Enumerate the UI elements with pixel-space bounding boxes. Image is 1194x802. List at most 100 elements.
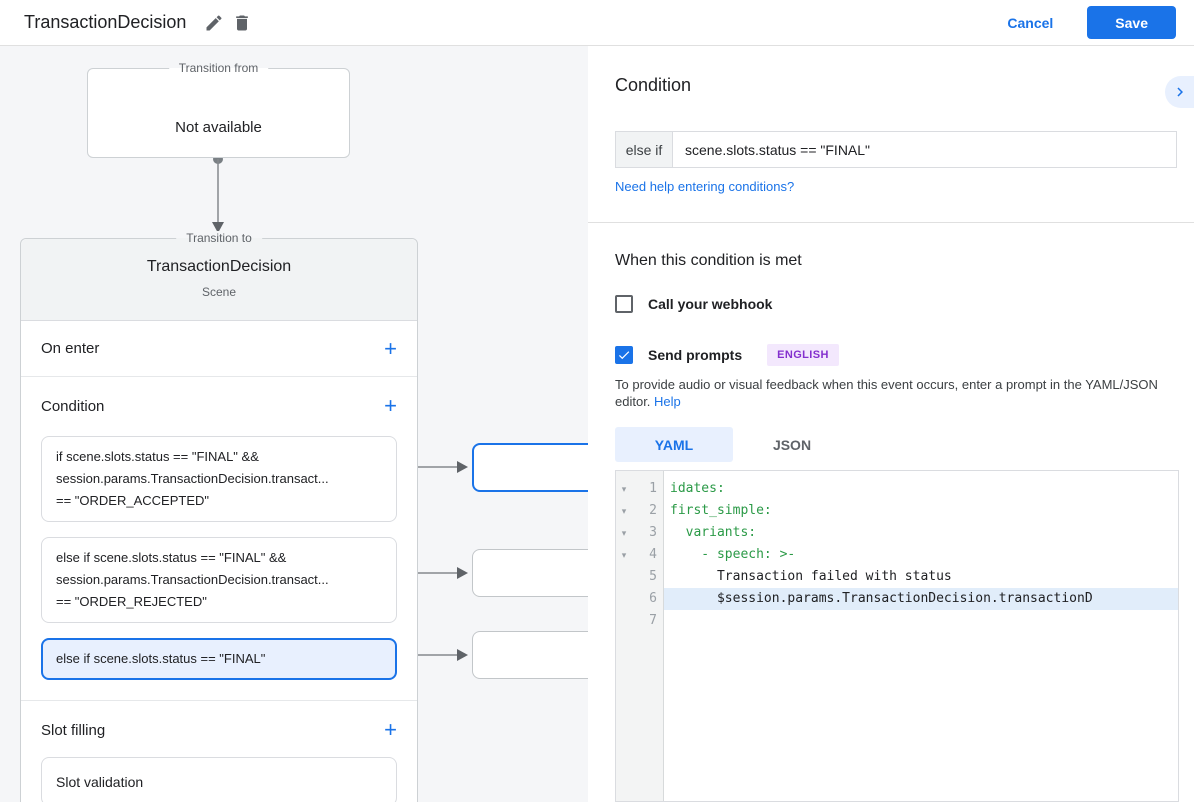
editor-gutter [616, 471, 664, 801]
on-enter-label: On enter [41, 340, 100, 357]
fold-toggle-icon[interactable]: ▾ [621, 528, 627, 538]
top-bar-actions: Cancel Save [1007, 6, 1176, 39]
condition-card-line: session.params.TransactionDecision.trans… [56, 572, 329, 587]
helper-text-body: To provide audio or visual feedback when… [615, 377, 1158, 409]
line-number: 4 [649, 547, 657, 562]
transition-target-box-1[interactable] [472, 443, 588, 492]
code-text [664, 610, 1178, 632]
language-badge: ENGLISH [767, 344, 839, 366]
panel-divider [588, 222, 1194, 223]
fold-toggle-icon[interactable]: ▾ [621, 550, 627, 560]
fold-toggle-icon[interactable]: ▾ [621, 506, 627, 516]
delete-scene-button[interactable] [228, 9, 256, 37]
transition-target-box-2[interactable] [472, 549, 588, 597]
condition-expression-row: else if [615, 131, 1177, 168]
slot-card[interactable]: Slot validation [41, 757, 397, 802]
send-prompts-row: Send prompts ENGLISH [615, 344, 839, 366]
condition-card-line: == "ORDER_ACCEPTED" [56, 493, 209, 508]
code-text: Transaction failed with status [670, 569, 952, 584]
on-enter-section: On enter + [21, 321, 417, 377]
line-number: 7 [649, 613, 657, 628]
page-title: TransactionDecision [24, 12, 187, 32]
cancel-button[interactable]: Cancel [1007, 14, 1054, 31]
collapse-panel-button[interactable] [1165, 76, 1194, 108]
scene-type-label: Scene [201, 285, 237, 299]
transition-from-value: Not available [175, 119, 262, 136]
code-text: $session.params.TransactionDecision.tran… [664, 588, 1178, 610]
flow-canvas: Transition from Not available Transition… [0, 46, 588, 802]
condition-card[interactable]: else if scene.slots.status == "FINAL" &&… [41, 537, 397, 623]
code-text: first_simple: [670, 503, 772, 518]
editor-line-gutter: ▾4 [616, 544, 664, 566]
fold-toggle-icon[interactable]: ▾ [621, 484, 627, 494]
webhook-label: Call your webhook [648, 296, 773, 312]
condition-help-link[interactable]: Need help entering conditions? [615, 179, 795, 194]
slot-card-list: Slot validation [41, 757, 397, 802]
panel-title: Condition [615, 75, 692, 95]
add-on-enter-button[interactable]: + [384, 335, 397, 361]
editor-line-gutter: ▾3 [616, 522, 664, 544]
editor-line-gutter: ▾1 [616, 478, 664, 500]
line-number: 6 [649, 591, 657, 606]
add-condition-button[interactable]: + [384, 393, 397, 418]
call-webhook-row: Call your webhook [615, 295, 772, 313]
condition-detail-panel: Condition else if Need help entering con… [588, 46, 1194, 802]
code-text: - speech: >- [670, 547, 796, 562]
scene-card-header[interactable]: TransactionDecision Scene [21, 239, 417, 321]
help-link[interactable]: Help [654, 394, 681, 409]
transition-to-legend: Transition to [176, 231, 262, 245]
transition-from-legend: Transition from [168, 61, 269, 75]
editor-tabs: YAML JSON [615, 427, 851, 462]
trash-icon [236, 15, 249, 30]
condition-card-line: else if scene.slots.status == "FINAL" [56, 651, 266, 666]
editor-line-gutter: 7 [616, 610, 664, 632]
tab-yaml[interactable]: YAML [615, 427, 733, 462]
slot-filling-label: Slot filling [41, 721, 106, 739]
editor-line-gutter: 6 [616, 588, 664, 610]
save-button[interactable]: Save [1087, 6, 1176, 39]
webhook-checkbox[interactable] [615, 295, 633, 313]
transition-from-box: Transition from Not available [87, 61, 350, 158]
condition-card[interactable]: if scene.slots.status == "FINAL" &&sessi… [41, 436, 397, 522]
editor-line[interactable]: 7 [616, 610, 1178, 632]
editor-line-gutter: ▾2 [616, 500, 664, 522]
editor-line[interactable]: 5 Transaction failed with status [616, 566, 1178, 588]
top-bar: TransactionDecision Cancel Save [0, 0, 1194, 46]
send-prompts-label: Send prompts [648, 347, 743, 363]
line-number: 5 [649, 569, 657, 584]
prompt-helper-text: To provide audio or visual feedback when… [615, 376, 1175, 410]
code-text: idates: [670, 481, 725, 496]
condition-section-label: Condition [41, 397, 105, 415]
editor-line-gutter: 5 [616, 566, 664, 588]
editor-line[interactable]: ▾4 - speech: >- [616, 544, 1178, 566]
editor-line[interactable]: ▾3 variants: [616, 522, 1178, 544]
scene-name: TransactionDecision [146, 258, 292, 275]
line-number: 2 [649, 503, 657, 518]
condition-card-line: else if scene.slots.status == "FINAL" && [56, 550, 287, 565]
condition-card-line: if scene.slots.status == "FINAL" && [56, 449, 259, 464]
line-number: 3 [649, 525, 657, 540]
transition-target-box-3[interactable] [472, 631, 588, 679]
code-text: variants: [670, 525, 757, 540]
send-prompts-checkbox[interactable] [615, 346, 633, 364]
condition-prefix-label: else if [616, 132, 673, 167]
slot-filling-section: Slot filling + Slot validation [21, 701, 417, 802]
editor-line[interactable]: ▾1 idates: [616, 478, 1178, 500]
check-icon [618, 351, 630, 360]
condition-section: Condition + if scene.slots.status == "FI… [21, 377, 417, 701]
tab-json[interactable]: JSON [772, 436, 812, 453]
scene-card: Transition to TransactionDecision Scene … [20, 231, 418, 802]
when-condition-met-title: When this condition is met [615, 252, 802, 269]
edit-scene-button[interactable] [200, 9, 228, 37]
condition-card-list: if scene.slots.status == "FINAL" && sessi… [41, 436, 397, 680]
chevron-right-icon [1176, 87, 1183, 97]
add-slot-button[interactable]: + [384, 717, 397, 742]
condition-expression-input[interactable] [673, 132, 1176, 167]
pencil-icon [206, 14, 222, 30]
editor-line[interactable]: 6 $session.params.TransactionDecision.tr… [616, 588, 1178, 610]
condition-card-selected[interactable]: else if scene.slots.status == "FINAL" [41, 638, 397, 680]
